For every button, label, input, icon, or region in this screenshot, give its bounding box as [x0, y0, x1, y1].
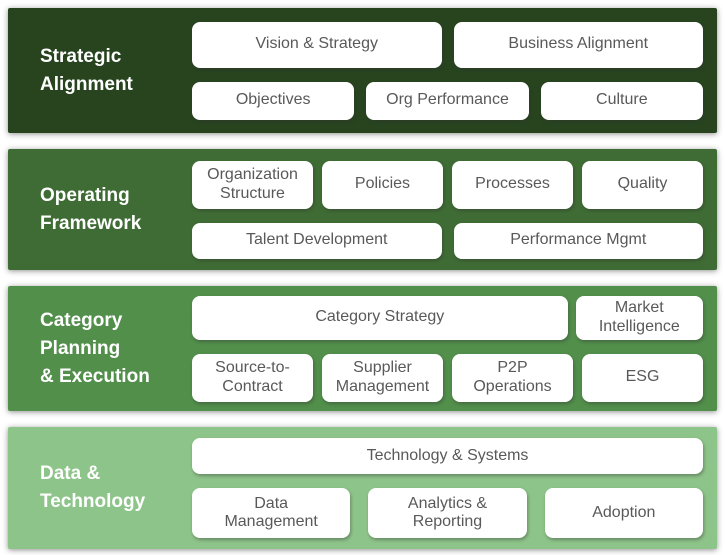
box-label: Processes [475, 175, 550, 193]
band-row: Technology & Systems [192, 438, 703, 474]
box-label: Objectives [235, 91, 311, 109]
band-label-line: Alignment [40, 73, 133, 95]
box-business-alignment: Business Alignment [453, 21, 703, 68]
band-label-line: Strategic [40, 45, 122, 67]
box-processes: Processes [452, 160, 573, 209]
band-label-line: Operating [40, 184, 130, 206]
box-label: ESG [625, 368, 660, 386]
box-label: Vision & Strategy [255, 35, 378, 53]
band-row: Talent Development Performance Mgmt [192, 222, 703, 259]
box-label: Quality [617, 175, 668, 193]
band-content: Technology & Systems Data Management Ana… [192, 427, 717, 549]
box-technology-systems: Technology & Systems [192, 438, 703, 474]
box-organization-structure: Organization Structure [192, 160, 313, 209]
box-label: Org Performance [386, 91, 509, 109]
band-label-line: Technology [40, 491, 146, 512]
box-adoption: Adoption [544, 488, 703, 538]
box-label: Policies [354, 175, 411, 193]
band-label: Data & Technology [8, 427, 192, 549]
box-label: Source-to-Contract [215, 359, 290, 395]
box-esg: ESG [582, 353, 703, 402]
box-data-management: Data Management [192, 488, 351, 538]
band-label-line: Data & [40, 463, 101, 484]
box-label: Business Alignment [508, 35, 649, 53]
band-label: Operating Framework [8, 149, 192, 270]
band-label: Strategic Alignment [8, 8, 192, 133]
band-label-line: Category [40, 309, 123, 331]
band-content: Vision & Strategy Business Alignment Obj… [192, 8, 717, 133]
box-talent-development: Talent Development [192, 222, 442, 259]
box-label: P2P Operations [473, 359, 552, 395]
band-label-line: Framework [40, 212, 142, 234]
box-policies: Policies [322, 160, 443, 209]
box-label: Technology & Systems [366, 446, 529, 464]
band-row: Category Strategy Market Intelligence [192, 295, 703, 340]
box-label: Supplier Management [335, 359, 430, 395]
box-source-to-contract: Source-to-Contract [192, 353, 313, 402]
box-analytics-reporting: Analytics & Reporting [368, 488, 527, 538]
box-market-intelligence: Market Intelligence [575, 295, 703, 340]
band-label-line: & Execution [40, 365, 150, 387]
band-label: Category Planning & Execution [8, 286, 192, 411]
band-row: Organization Structure Policies Processe… [192, 160, 703, 209]
box-supplier-management: Supplier Management [322, 353, 443, 402]
box-vision-strategy: Vision & Strategy [192, 21, 442, 68]
box-label: Data Management [224, 494, 318, 530]
box-org-performance: Org Performance [366, 81, 529, 120]
band-content: Organization Structure Policies Processe… [192, 149, 717, 270]
band-data-technology: Data & Technology Technology & Systems D… [8, 427, 717, 549]
band-strategic-alignment: Strategic Alignment Vision & Strategy Bu… [8, 8, 717, 133]
box-p2p-operations: P2P Operations [452, 353, 573, 402]
band-content: Category Strategy Market Intelligence So… [192, 286, 717, 411]
box-label: Adoption [592, 503, 656, 521]
box-culture: Culture [540, 81, 703, 120]
box-performance-mgmt: Performance Mgmt [453, 222, 703, 259]
box-label: Culture [596, 91, 648, 109]
band-operating-framework: Operating Framework Organization Structu… [8, 149, 717, 270]
band-category-planning-execution: Category Planning & Execution Category S… [8, 286, 717, 411]
box-label: Analytics & Reporting [407, 494, 488, 530]
box-label: Category Strategy [315, 308, 445, 326]
box-quality: Quality [582, 160, 703, 209]
box-objectives: Objectives [192, 81, 355, 120]
band-row: Source-to-Contract Supplier Management P… [192, 353, 703, 402]
box-label: Market Intelligence [598, 299, 680, 335]
band-row: Vision & Strategy Business Alignment [192, 21, 703, 68]
band-row: Objectives Org Performance Culture [192, 81, 703, 120]
box-label: Performance Mgmt [510, 231, 647, 249]
box-label: Organization Structure [207, 166, 298, 202]
box-label: Talent Development [246, 231, 388, 249]
box-category-strategy: Category Strategy [192, 295, 568, 340]
band-row: Data Management Analytics & Reporting Ad… [192, 488, 703, 538]
band-label-line: Planning [40, 337, 121, 359]
